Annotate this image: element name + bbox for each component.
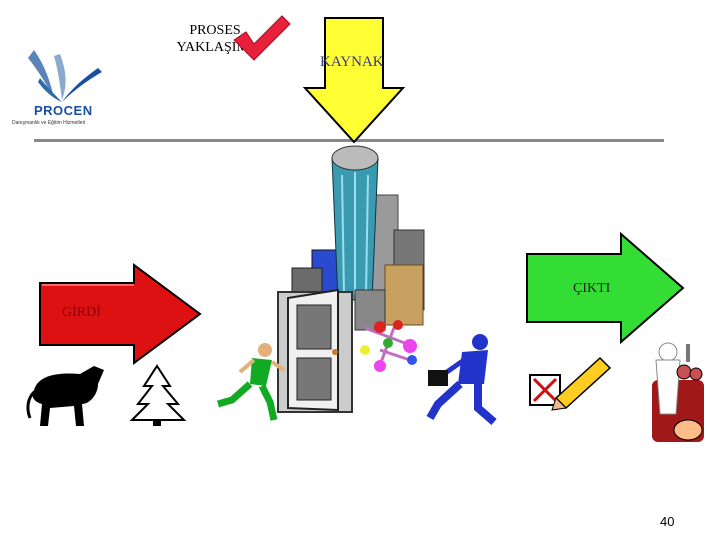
tree-icon <box>129 364 187 426</box>
kaynak-label: KAYNAK <box>320 54 384 70</box>
page-number: 40 <box>660 514 675 529</box>
molecule-icon <box>360 320 417 372</box>
running-man-green-icon <box>217 343 286 421</box>
girdi-label: GİRDİ <box>62 305 101 320</box>
title-line-1: PROSES <box>189 23 241 38</box>
cikti-label: ÇIKTI <box>573 281 611 296</box>
bull-icon <box>26 366 104 426</box>
door-icon <box>277 288 353 413</box>
building-icon <box>291 145 425 331</box>
cikti-arrow-icon <box>526 232 685 344</box>
checklist-pencil-icon <box>529 356 612 411</box>
kaynak-arrow-icon <box>303 17 405 144</box>
check-mark-icon <box>233 15 291 61</box>
girdi-arrow-icon <box>39 263 202 365</box>
title-line-2: YAKLAŞIMI <box>176 40 254 55</box>
divider-line <box>34 139 664 142</box>
procen-logo-icon <box>28 50 102 102</box>
logo-name: PROCEN <box>34 103 93 118</box>
chef-food-icon <box>652 342 704 442</box>
logo-subtitle: Danışmanlık ve Eğitim Hizmetleri <box>12 120 86 126</box>
running-man-blue-icon <box>426 334 497 426</box>
slide-title: PROSES YAKLAŞIMI <box>160 22 270 56</box>
